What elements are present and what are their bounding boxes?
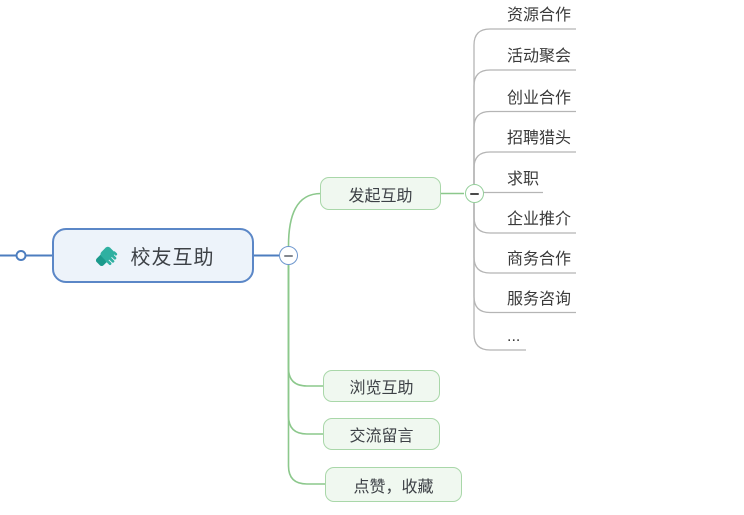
left-anchor-circle xyxy=(15,250,27,261)
leaf-item[interactable]: 活动聚会 xyxy=(507,48,572,65)
connector-leaf-0 xyxy=(473,28,576,184)
minus-icon xyxy=(284,254,293,257)
leaf-item[interactable]: 创业合作 xyxy=(507,89,572,107)
connector-leaf-3 xyxy=(473,151,576,184)
leaf-item[interactable]: ... xyxy=(507,328,521,345)
branch-label: 交流留言 xyxy=(349,428,414,445)
connector-leaf-1 xyxy=(473,69,576,184)
connector-leaf-8 xyxy=(473,203,526,351)
connector-branch-1 xyxy=(287,265,323,387)
connector-leaf-2 xyxy=(473,110,576,184)
leaf-item[interactable]: 企业推介 xyxy=(507,211,572,228)
minus-icon xyxy=(469,192,479,195)
branch-node-browse-help[interactable]: 浏览互助 xyxy=(323,370,440,402)
branch-node-like-favorite[interactable]: 点赞，收藏 xyxy=(325,467,462,502)
branch-label: 发起互助 xyxy=(348,187,413,205)
branch-node-message-exchange[interactable]: 交流留言 xyxy=(323,418,440,450)
branch-label: 点赞，收藏 xyxy=(353,478,434,496)
branch-collapse-button[interactable] xyxy=(464,184,484,203)
leaf-item[interactable]: 招聘猎头 xyxy=(507,130,572,147)
connector-branch-2 xyxy=(287,265,323,435)
root-node-label: 校友互助 xyxy=(130,247,215,269)
leaf-item[interactable]: 资源合作 xyxy=(507,7,572,24)
branch-label: 浏览互助 xyxy=(349,380,414,397)
handshake-icon xyxy=(92,242,120,270)
leaf-item[interactable]: 求职 xyxy=(507,170,540,188)
root-node[interactable]: 校友互助 xyxy=(52,228,254,283)
branch-node-initiate-help[interactable]: 发起互助 xyxy=(320,177,441,210)
connector-branch-0 xyxy=(287,192,322,247)
leaf-item[interactable]: 商务合作 xyxy=(507,251,572,268)
leaf-item[interactable]: 服务咨询 xyxy=(507,290,572,308)
connector-branch-3 xyxy=(287,265,325,485)
root-collapse-button[interactable] xyxy=(279,246,298,265)
